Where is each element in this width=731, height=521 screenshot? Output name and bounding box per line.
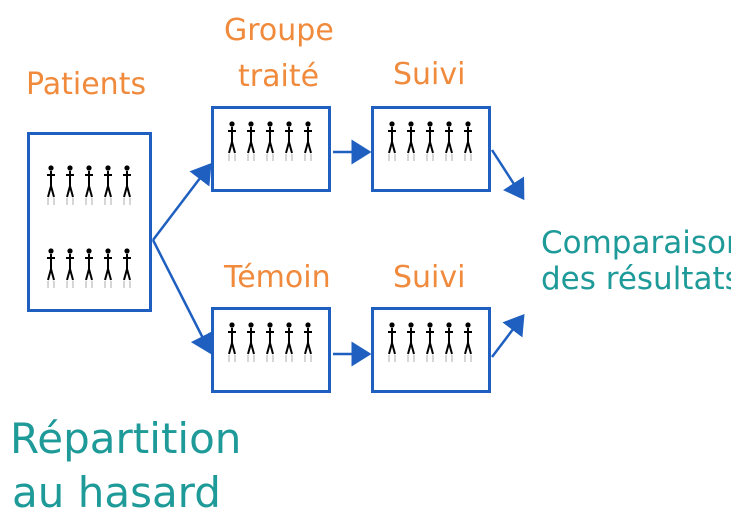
person-icon — [123, 165, 131, 205]
person-icon — [407, 121, 415, 161]
person-icon — [266, 121, 274, 161]
repartition-label-line2: au hasard — [12, 468, 221, 517]
person-icon — [228, 121, 236, 161]
person-icon — [247, 322, 255, 362]
person-icon — [464, 121, 472, 161]
person-icon — [464, 322, 472, 362]
temoin-label: Témoin — [224, 260, 331, 295]
comparaison-label-line2: des résultats — [541, 261, 731, 297]
person-icon — [85, 165, 93, 205]
person-icon — [47, 165, 55, 205]
person-icon — [85, 248, 93, 288]
repartition-label-line1: Répartition — [10, 414, 242, 463]
person-icon — [388, 322, 396, 362]
person-icon — [123, 248, 131, 288]
person-icon — [104, 165, 112, 205]
person-icon — [285, 121, 293, 161]
arrow-suivi-bottom-to-comparaison — [491, 314, 525, 358]
groupe-traite-label-line2: traité — [238, 59, 320, 94]
person-icon — [247, 121, 255, 161]
person-icon — [47, 248, 55, 288]
patients-label: Patients — [26, 67, 147, 102]
person-icon — [407, 322, 415, 362]
person-icon — [66, 165, 74, 205]
person-icon — [445, 121, 453, 161]
person-icon — [388, 121, 396, 161]
people-layer — [47, 121, 472, 362]
person-icon — [304, 322, 312, 362]
groupe-traite-label-line1: Groupe — [224, 13, 334, 48]
person-icon — [285, 322, 293, 362]
arrow-to-temoin — [151, 239, 214, 355]
person-icon — [304, 121, 312, 161]
person-icon — [266, 322, 274, 362]
comparaison-label-line1: Comparaison — [541, 225, 731, 261]
person-icon — [228, 322, 236, 362]
suivi-top-label: Suivi — [393, 57, 466, 92]
person-icon — [66, 248, 74, 288]
person-icon — [426, 322, 434, 362]
arrow-suivi-top-to-comparaison — [490, 149, 525, 201]
person-icon — [104, 248, 112, 288]
person-icon — [426, 121, 434, 161]
suivi-bottom-label: Suivi — [393, 260, 466, 295]
arrow-to-groupe — [152, 163, 212, 241]
person-icon — [445, 322, 453, 362]
